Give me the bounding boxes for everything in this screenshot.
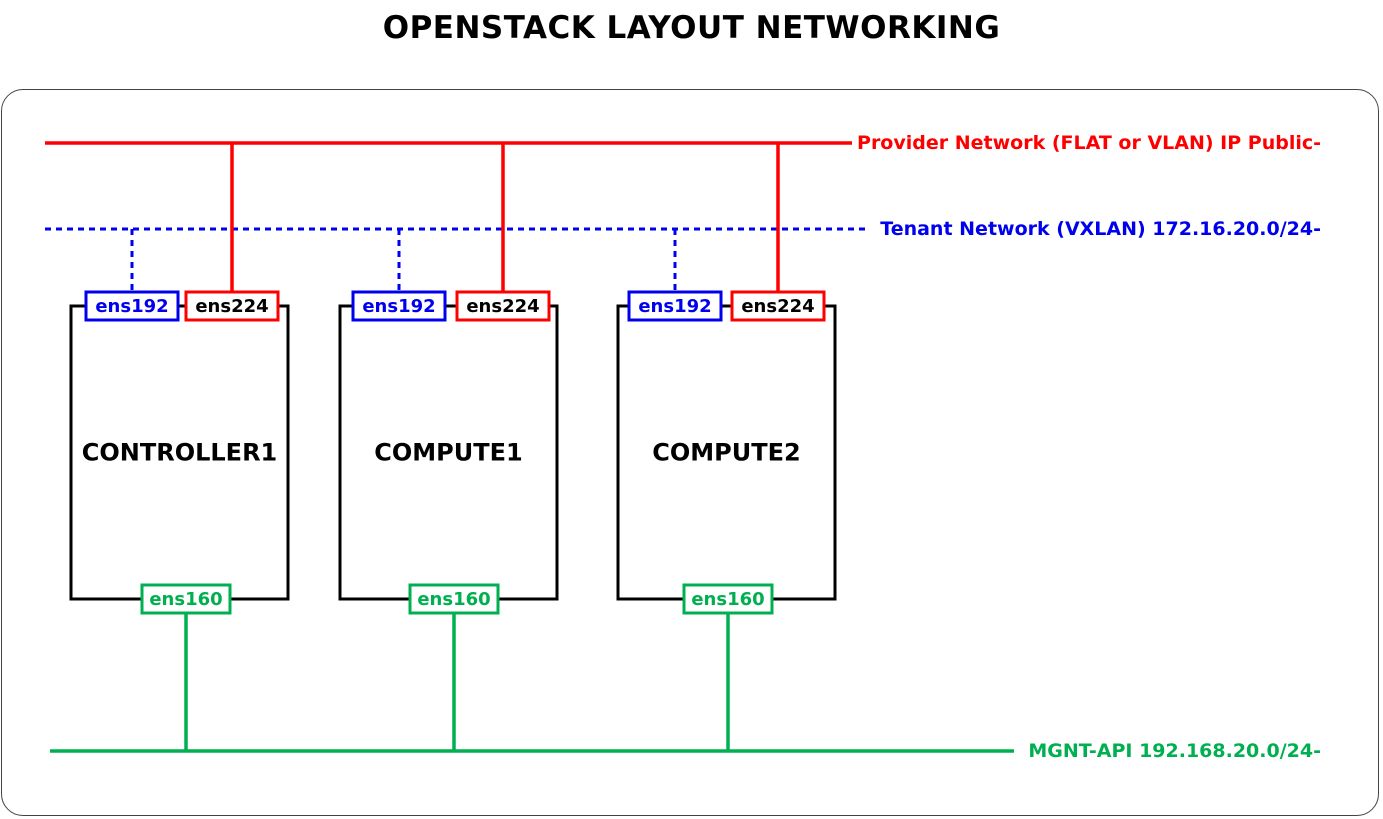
compute2-node-label: COMPUTE2 — [652, 439, 800, 467]
controller1-mgmt-port-box — [140, 583, 232, 615]
compute2-node-box — [616, 304, 837, 601]
diagram-frame — [1, 89, 1379, 816]
compute1-mgmt-port-box — [408, 583, 500, 615]
compute1-tenant-port-box — [351, 290, 447, 322]
compute2-tenant-port-box — [627, 290, 723, 322]
compute1-node-label: COMPUTE1 — [374, 439, 522, 467]
controller1-tenant-port-label: ens192 — [95, 296, 168, 317]
compute2-provider-port-box — [730, 290, 826, 322]
controller1-node-label: CONTROLLER1 — [82, 439, 278, 467]
controller1-provider-port-label: ens224 — [195, 296, 268, 317]
tenant-network-label: Tenant Network (VXLAN) 172.16.20.0/24- — [880, 218, 1321, 240]
provider-network-label: Provider Network (FLAT or VLAN) IP Publi… — [857, 132, 1321, 154]
compute1-provider-port-box — [455, 290, 551, 322]
controller1-mgmt-port-label: ens160 — [149, 589, 222, 610]
diagram-title: OPENSTACK LAYOUT NETWORKING — [382, 10, 1001, 46]
compute1-mgmt-port-label: ens160 — [417, 589, 490, 610]
compute1-tenant-port-label: ens192 — [362, 296, 435, 317]
compute2-mgmt-port-box — [682, 583, 774, 615]
controller1-provider-port-box — [184, 290, 280, 322]
compute2-provider-port-label: ens224 — [741, 296, 814, 317]
compute1-node-box — [338, 304, 559, 601]
mgmt-network-label: MGNT-API 192.168.20.0/24- — [1028, 740, 1321, 762]
compute1-provider-port-label: ens224 — [466, 296, 539, 317]
compute2-mgmt-port-label: ens160 — [691, 589, 764, 610]
compute2-tenant-port-label: ens192 — [638, 296, 711, 317]
controller1-tenant-port-box — [84, 290, 180, 322]
